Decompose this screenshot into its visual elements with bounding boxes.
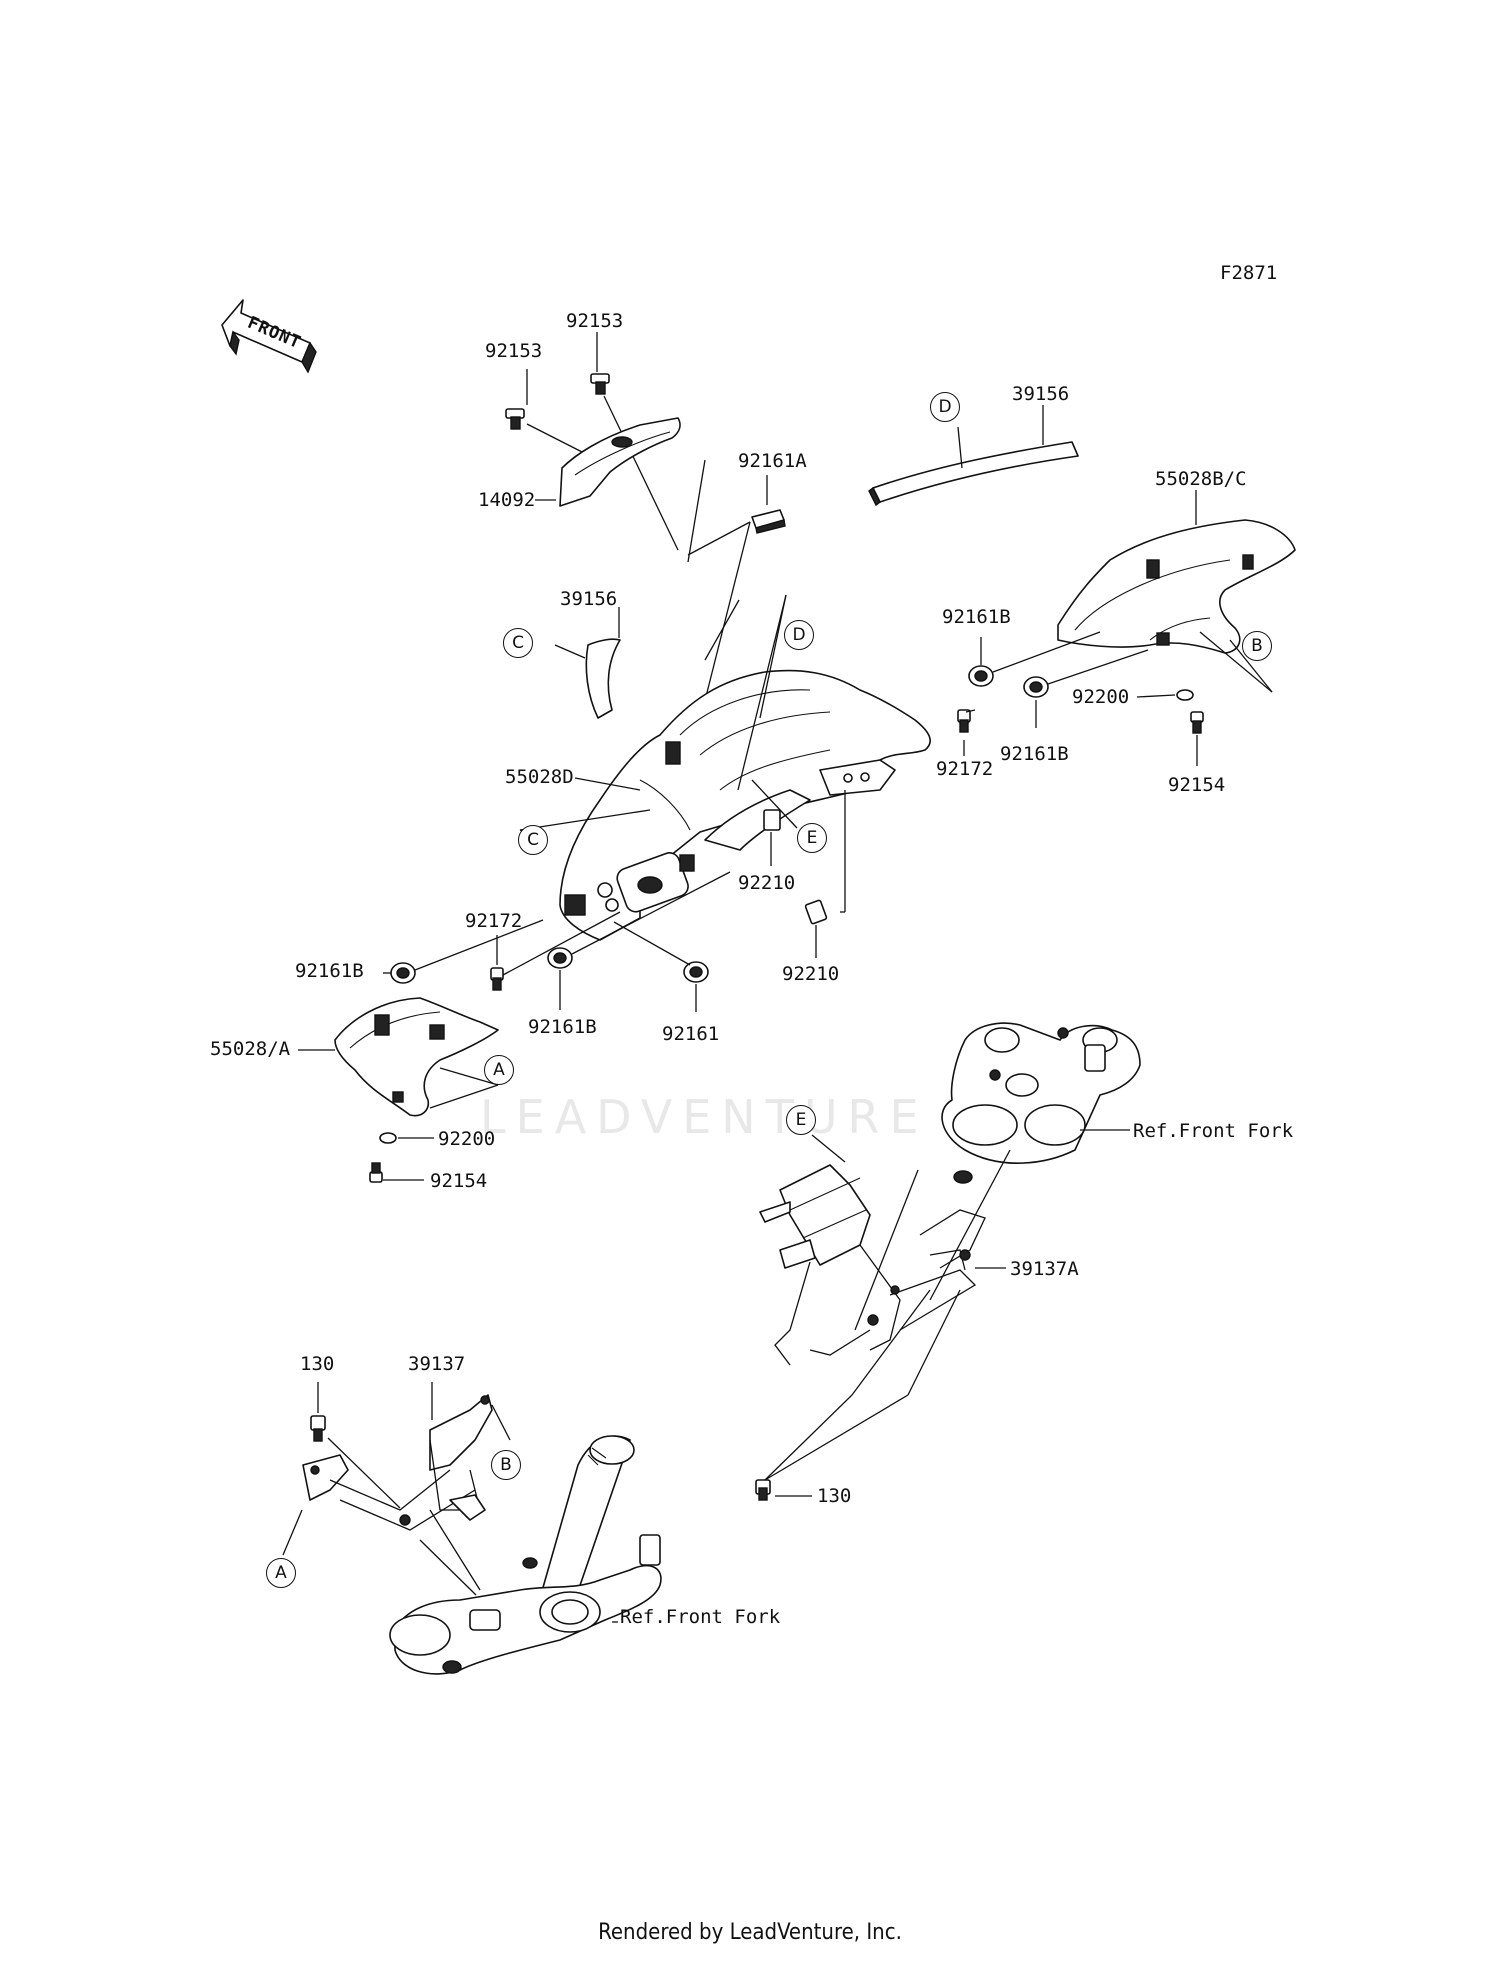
mark-B-right: B	[1242, 631, 1272, 661]
mark-D-center: D	[784, 620, 814, 650]
label-130-left: 130	[300, 1353, 335, 1375]
cover-14092	[559, 417, 681, 507]
front-arrow-icon	[221, 299, 317, 374]
footer-credit: Rendered by LeadVenture, Inc.	[598, 1920, 902, 1945]
label-92210-upper: 92210	[738, 872, 796, 894]
label-92172-left: 92172	[465, 910, 523, 932]
label-39156-left: 39156	[560, 588, 618, 610]
label-92161B-left: 92161B	[295, 960, 364, 982]
washer-92200-right	[1176, 689, 1194, 701]
pad-92161A	[751, 509, 786, 534]
mark-B-lower: B	[491, 1450, 521, 1480]
label-92161: 92161	[662, 1023, 720, 1045]
strip-39156-left	[585, 638, 621, 719]
label-92200-left: 92200	[438, 1128, 496, 1150]
label-55028A: 55028/A	[210, 1038, 291, 1060]
cowl-55028A	[334, 997, 499, 1117]
mark-C-lower: C	[518, 825, 548, 855]
label-14092: 14092	[478, 489, 536, 511]
label-92154-left: 92154	[430, 1170, 488, 1192]
label-39137A: 39137A	[1010, 1258, 1079, 1280]
cowl-55028BC	[1057, 519, 1296, 654]
label-92161B-center: 92161B	[528, 1016, 597, 1038]
mark-E-upper: E	[797, 823, 827, 853]
clip-92210-lower	[804, 899, 828, 925]
screw-92172-left	[490, 967, 504, 991]
label-92161B-lower-right: 92161B	[1000, 743, 1069, 765]
grommet-92161B-lower-right	[1023, 676, 1049, 698]
mark-A-lower: A	[266, 1558, 296, 1588]
label-92161A: 92161A	[738, 450, 807, 472]
mark-D-top: D	[930, 392, 960, 422]
label-92153-right: 92153	[566, 310, 624, 332]
label-55028BC: 55028B/C	[1155, 468, 1247, 490]
label-ref-front-fork-lower: Ref.Front Fork	[620, 1606, 781, 1628]
label-92172-right: 92172	[936, 758, 994, 780]
label-39156-top: 39156	[1012, 383, 1070, 405]
mark-A-upper: A	[484, 1055, 514, 1085]
label-ref-front-fork-upper: Ref.Front Fork	[1133, 1120, 1294, 1142]
label-55028D: 55028D	[505, 766, 574, 788]
washer-92200-left	[379, 1132, 397, 1144]
mark-C-upper: C	[503, 628, 533, 658]
bolt-130-right	[755, 1479, 771, 1501]
watermark: LEADVENTURE	[480, 1090, 929, 1144]
lower-triple-clamp	[389, 1435, 662, 1675]
label-92154-right: 92154	[1168, 774, 1226, 796]
clip-92210-upper	[763, 809, 781, 831]
grommet-92161B-upper-right	[968, 665, 994, 687]
screw-92172-right	[957, 709, 971, 733]
screw-92154-left	[369, 1162, 383, 1183]
figure-code: F2871	[1220, 262, 1278, 284]
bracket-39137	[302, 1394, 493, 1531]
strip-39156-top	[868, 441, 1079, 507]
grommet-92161B-center	[547, 947, 573, 969]
grommet-92161	[683, 961, 709, 983]
screw-92153-left	[505, 408, 525, 430]
bracket-39137A	[759, 1164, 986, 1366]
label-39137: 39137	[408, 1353, 466, 1375]
label-130-right: 130	[817, 1485, 852, 1507]
cowl-55028D	[559, 669, 931, 941]
bolt-130-left	[310, 1415, 326, 1442]
mark-E-lower: E	[786, 1105, 816, 1135]
label-92200-right: 92200	[1072, 686, 1130, 708]
label-92210-lower: 92210	[782, 963, 840, 985]
label-92153-left: 92153	[485, 340, 543, 362]
screw-92153-right	[590, 373, 610, 395]
grommet-92161B-left	[390, 962, 416, 984]
label-92161B-upper-right: 92161B	[942, 606, 1011, 628]
upper-triple-clamp	[941, 1022, 1141, 1184]
screw-92154-right	[1190, 711, 1204, 734]
